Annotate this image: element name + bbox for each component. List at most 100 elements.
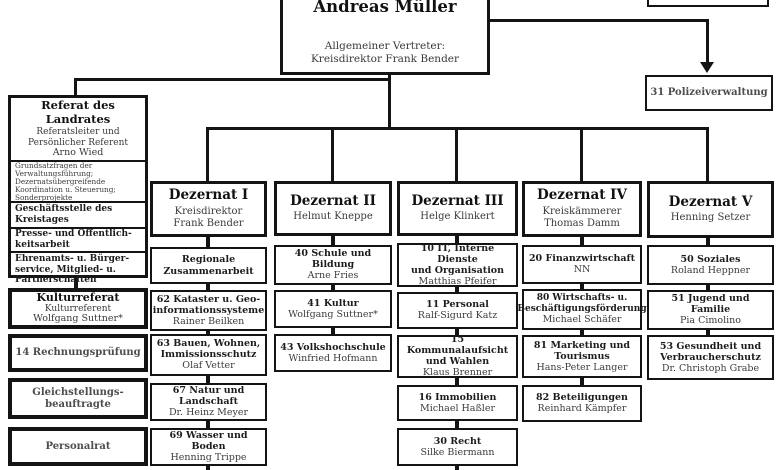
dezernat-3-title: Dezernat III — [411, 192, 504, 209]
unit-title: 69 Wasser und Boden — [169, 430, 248, 453]
referat-presse-label: Presse- und Öffentlich- keitsarbeit — [15, 229, 132, 250]
connector-drop-dez2 — [331, 127, 334, 183]
unit-person: Rainer Beilken — [172, 315, 245, 327]
unit-person: Henning Trippe — [170, 452, 247, 464]
node-polizeiverwaltung: 31 Polizeiverwaltung — [645, 75, 773, 111]
referat-subtitle: Referatsleiter und Persönlicher Referent — [28, 127, 128, 148]
node-unit-50-soziales: 50 Soziales Roland Heppner — [647, 245, 774, 285]
unit-person: NN — [573, 264, 591, 276]
unit-person: Hans-Peter Langer — [536, 361, 628, 373]
unit-person: Olaf Vetter — [182, 360, 235, 372]
gleichstellung-label: Gleichstellungs- beauftragte — [32, 386, 124, 410]
dezernat-5-title: Dezernat V — [668, 193, 753, 210]
kulturreferat-subtitle: Kulturreferent — [44, 303, 112, 314]
unit-title: 30 Recht — [433, 435, 482, 447]
connector-head-to-police-v — [706, 19, 709, 63]
referat-head-section: Referat des Landrates Referatsleiter und… — [11, 98, 145, 160]
unit-title: 63 Bauen, Wohnen, Immissionsschutz — [156, 338, 261, 361]
referat-ehrenamt-section: Ehrenamts- u. Bürger- service, Mitglied-… — [11, 250, 145, 287]
connector-col3-a — [455, 236, 459, 245]
unit-person: Ralf-Sigurd Katz — [417, 310, 498, 322]
unit-person: Klaus Brenner — [422, 367, 493, 379]
unit-title: 20 Finanzwirtschaft — [528, 253, 636, 265]
node-dezernat-3-header: Dezernat III Helge Klinkert — [397, 181, 518, 236]
node-unit-15-kommunalaufsicht: 15 Kommunalaufsicht und Wahlen Klaus Bre… — [397, 334, 518, 379]
node-gleichstellungsbeauftragte: Gleichstellungs- beauftragte — [8, 378, 148, 419]
unit-title: 80 Wirtschafts- u. Beschäftigungsförderu… — [517, 293, 647, 314]
referat-kreistag-label: Geschäftsstelle des Kreistages — [15, 204, 113, 226]
unit-title: 40 Schule und Bildung — [294, 248, 372, 271]
node-unit-10-it: 10 IT, Interne Dienste und Organisation … — [397, 243, 518, 287]
connector-col2-c — [331, 326, 335, 336]
node-unit-69-wasser: 69 Wasser und Boden Henning Trippe — [150, 428, 267, 466]
node-unit-82-beteiligungen: 82 Beteiligungen Reinhard Kämpfer — [522, 385, 642, 422]
node-unit-80-wirtschaft: 80 Wirtschafts- u. Beschäftigungsförderu… — [517, 289, 647, 330]
connector-col2-b — [331, 283, 335, 292]
connector-col3-e — [455, 419, 459, 430]
connector-col2-a — [331, 236, 335, 247]
node-landrat: Andreas Müller Allgemeiner Vertreter: Kr… — [280, 0, 490, 75]
node-unit-40-schule: 40 Schule und Bildung Arne Fries — [274, 245, 392, 285]
unit-person: Arne Fries — [307, 270, 359, 282]
node-unit-41-kultur: 41 Kultur Wolfgang Suttner* — [274, 290, 392, 328]
connector-col4-c — [580, 328, 584, 337]
connector-col3-f — [455, 464, 459, 470]
dezernat-4-leader: Kreiskämmerer Thomas Damm — [542, 205, 622, 229]
connector-col4-b — [580, 282, 584, 291]
connector-col5-c — [706, 328, 710, 337]
connector-col3-b — [455, 285, 459, 293]
connector-col4-a — [580, 236, 584, 247]
connector-head-to-referat-h — [74, 78, 391, 81]
connector-drop-dez5 — [706, 127, 709, 183]
unit-title: 62 Kataster u. Geo- informationssysteme — [152, 293, 265, 316]
unit-person: Wolfgang Suttner* — [288, 308, 378, 320]
node-top-right-cutoff — [647, 0, 769, 7]
node-unit-43-volkshochschule: 43 Volkshochschule Winfried Hofmann — [274, 334, 392, 372]
unit-person: Dr. Heinz Meyer — [168, 407, 249, 419]
unit-title: 43 Volkshochschule — [280, 341, 386, 353]
unit-title: Regionale Zusammenarbeit — [163, 254, 254, 277]
unit-person: Michael Schäfer — [542, 313, 622, 325]
unit-person: Silke Biermann — [420, 446, 495, 458]
node-unit-62-kataster: 62 Kataster u. Geo- informationssysteme … — [150, 290, 267, 331]
connector-col3-c — [455, 328, 459, 337]
dezernat-1-title: Dezernat I — [168, 187, 249, 204]
kulturreferat-person: Wolfgang Suttner* — [33, 313, 123, 325]
unit-title: 51 Jugend und Familie — [671, 293, 750, 316]
node-unit-67-natur: 67 Natur und Landschaft Dr. Heinz Meyer — [150, 383, 267, 421]
unit-title: 82 Beteiligungen — [536, 392, 628, 404]
referat-tasks: Grundsatzfragen der Verwaltungsführung; … — [15, 160, 116, 202]
connector-head-drop — [388, 74, 391, 130]
referat-title: Referat des Landrates — [41, 98, 115, 126]
unit-title: 11 Personal — [426, 299, 489, 311]
unit-person: Winfried Hofmann — [288, 352, 378, 364]
unit-title: 41 Kultur — [307, 297, 359, 309]
connector-col1-f — [206, 464, 210, 470]
dezernat-3-leader: Helge Klinkert — [420, 211, 495, 223]
connector-head-to-referat-v — [74, 78, 77, 96]
unit-title: 50 Soziales — [680, 253, 741, 265]
unit-person: Michael Haßler — [419, 402, 496, 414]
node-unit-11-personal: 11 Personal Ralf-Sigurd Katz — [397, 292, 518, 329]
connector-col5-b — [706, 283, 710, 292]
referat-ehrenamt-label: Ehrenamts- u. Bürger- service, Mitglied-… — [15, 253, 130, 286]
node-dezernat-2-header: Dezernat II Helmut Kneppe — [274, 181, 392, 236]
referat-presse-section: Presse- und Öffentlich- keitsarbeit — [11, 226, 145, 251]
node-rechnungspruefung: 14 Rechnungsprüfung — [8, 334, 148, 372]
connector-col1-b — [206, 282, 210, 290]
node-unit-51-jugend: 51 Jugend und Familie Pia Cimolino — [647, 290, 774, 330]
node-dezernat-1-header: Dezernat I Kreisdirektor Frank Bender — [150, 181, 267, 237]
node-unit-53-gesundheit: 53 Gesundheit und Verbraucherschutz Dr. … — [647, 335, 774, 380]
connector-drop-dez4 — [580, 127, 583, 183]
unit-person: Dr. Christoph Grabe — [661, 362, 760, 374]
connector-col4-d — [580, 376, 584, 387]
unit-title: 67 Natur und Landschaft — [172, 385, 245, 408]
node-unit-16-immobilien: 16 Immobilien Michael Haßler — [397, 385, 518, 421]
rechnungspruefung-label: 14 Rechnungsprüfung — [15, 347, 141, 359]
polizeiverwaltung-label: 31 Polizeiverwaltung — [650, 87, 768, 99]
personalrat-label: Personalrat — [45, 440, 111, 452]
connector-drop-dez3 — [455, 127, 458, 183]
node-unit-20-finanzwirtschaft: 20 Finanzwirtschaft NN — [522, 245, 642, 284]
kulturreferat-title: Kulturreferat — [36, 290, 120, 304]
